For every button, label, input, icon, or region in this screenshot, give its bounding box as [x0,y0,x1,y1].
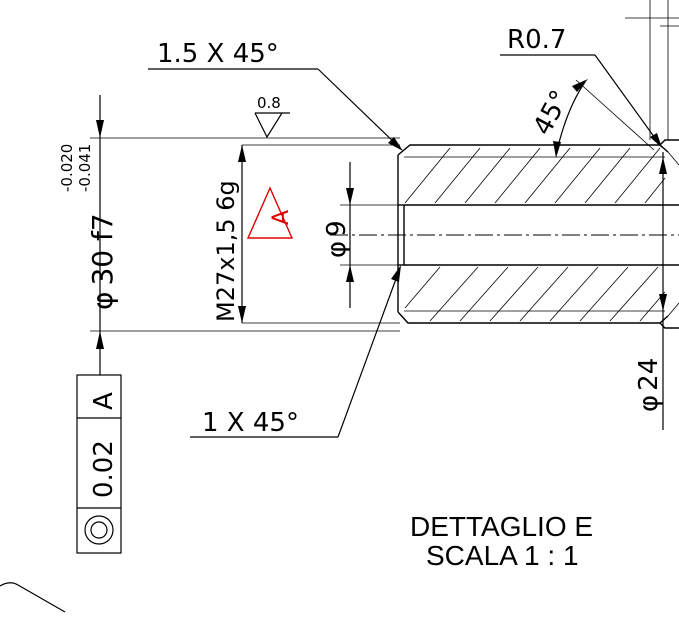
detail-title: DETTAGLIO E [410,511,593,542]
thread-marker: A [246,186,294,239]
outer-diameter-dimension: φ 30 f7 -0.020 -0.041 [58,95,119,375]
thread-spec: M27x1,5 6g [212,180,240,322]
svg-text:φ30 f7: φ 30 f7 [86,213,119,310]
chamfer-bottom-label: 1 X 45° [202,408,299,438]
lower-tolerance: -0.041 [76,144,94,192]
shaft-value: 24 [634,358,664,391]
right-edge-lines [625,0,679,317]
shaft-dimension: φ 24 [634,152,667,430]
fillet-callout: R0.7 [500,25,662,148]
outer-diameter-value: 30 f7 [86,213,119,285]
concentricity-icon [84,515,114,545]
diameter-symbol: φ [86,292,119,310]
shaft-symbol: φ [634,395,664,412]
fillet-label: R0.7 [507,25,566,55]
svg-text:φ24: φ 24 [634,358,664,412]
adjacent-view-fragment [0,582,66,613]
datum-label: A [89,392,119,410]
thread-dimension: M27x1,5 6g [212,144,400,324]
upper-tolerance: -0.020 [58,144,76,192]
bore-dimension: φ9 [322,162,404,308]
svg-text:φ9: φ9 [322,220,352,258]
marker-triangle [246,186,294,239]
section-hatching [404,147,666,322]
bore-symbol: φ [322,241,352,258]
chamfer-top-callout: 1.5 X 45° [148,39,403,151]
angle-label: 45° [528,86,576,141]
detail-scale: SCALA 1 : 1 [426,540,579,571]
marker-letter: A [269,210,294,225]
chamfer-bottom-callout: 1 X 45° [190,265,401,438]
tolerance-value: 0.02 [89,440,119,498]
roughness-value: 0.8 [257,94,281,112]
angle-callout: 45° [528,79,655,158]
roughness-symbol: 0.8 [254,94,290,139]
tolerance-frame: A 0.02 [76,374,122,554]
bore-value: 9 [322,220,352,237]
chamfer-top-label: 1.5 X 45° [157,39,279,69]
part-section [330,139,679,329]
